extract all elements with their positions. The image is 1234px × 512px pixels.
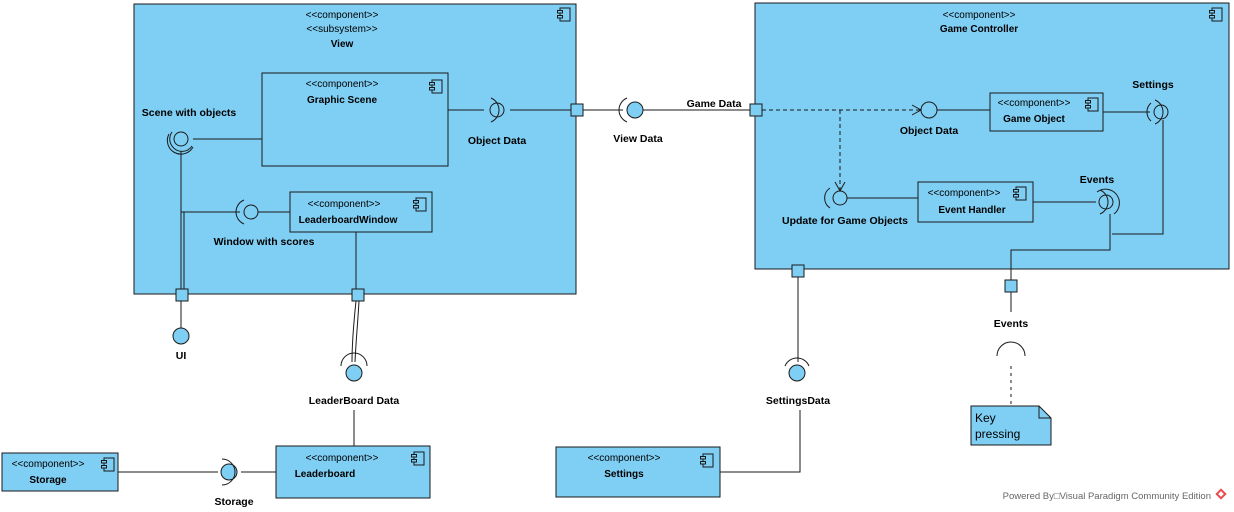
game-object-stereotype: <<component>> xyxy=(998,98,1071,109)
events-gc-label: Events xyxy=(1080,174,1115,186)
object-data-gc-interface[interactable] xyxy=(920,101,938,119)
game-data-port[interactable] xyxy=(749,103,763,117)
settings-component[interactable]: <<component>> Settings xyxy=(555,446,721,498)
graphic-scene-component[interactable]: <<component>> Graphic Scene xyxy=(261,72,449,167)
settings-gc-label: Settings xyxy=(1132,79,1174,91)
connector-line xyxy=(354,300,360,363)
game-controller-stereotype: <<component>> xyxy=(943,10,1016,21)
scene-with-objects-label: Scene with objects xyxy=(142,107,237,119)
leaderboard-data-label: LeaderBoard Data xyxy=(309,395,400,407)
events-ext-label: Events xyxy=(994,318,1029,330)
game-data-label: Game Data xyxy=(687,98,742,110)
view-ui-port[interactable] xyxy=(175,288,189,302)
game-controller-component[interactable]: <<component>> Game Controller xyxy=(754,2,1230,270)
events-gc-interface[interactable] xyxy=(1096,188,1120,215)
view-data-label: View Data xyxy=(613,133,663,145)
connector-line xyxy=(1010,214,1111,280)
graphic-scene-title: Graphic Scene xyxy=(307,95,377,106)
event-handler-stereotype: <<component>> xyxy=(928,188,1001,199)
storage-interface[interactable] xyxy=(220,458,238,486)
object-data-gc-label: Object Data xyxy=(900,125,959,137)
settings-data-port[interactable] xyxy=(791,264,805,278)
storage-interface-label: Storage xyxy=(214,496,253,508)
settings-data-interface[interactable] xyxy=(784,357,810,382)
ui-interface[interactable] xyxy=(172,327,190,345)
game-controller-title: Game Controller xyxy=(940,24,1018,35)
settings-data-label: SettingsData xyxy=(766,395,830,407)
view-leaderboard-port[interactable] xyxy=(351,288,365,302)
leaderboard-component[interactable]: <<component>> Leaderboard xyxy=(275,445,431,499)
window-with-scores-label: Window with scores xyxy=(214,236,315,248)
leaderboard-window-title: LeaderboardWindow xyxy=(299,215,398,226)
object-data-view-label: Object Data xyxy=(468,135,527,147)
leaderboard-window-component[interactable]: <<component>> LeaderboardWindow xyxy=(289,191,433,233)
leaderboard-stereotype: <<component>> xyxy=(306,453,379,464)
graphic-scene-stereotype: <<component>> xyxy=(306,79,379,90)
connector-line xyxy=(1112,120,1164,235)
object-data-view-interface[interactable] xyxy=(448,97,572,123)
settings-stereotype: <<component>> xyxy=(588,453,661,464)
view-data-interface[interactable] xyxy=(618,97,644,123)
storage-title: Storage xyxy=(29,475,67,486)
note-line2: pressing xyxy=(975,427,1020,441)
events-socket-icon[interactable] xyxy=(996,341,1026,357)
events-port[interactable] xyxy=(1004,279,1018,293)
connector-line xyxy=(351,300,357,363)
view-stereotype-component: <<component>> xyxy=(306,10,379,21)
view-data-port[interactable] xyxy=(570,103,584,117)
visual-paradigm-logo-icon xyxy=(1215,488,1227,500)
leaderboard-data-interface[interactable] xyxy=(340,352,368,382)
storage-stereotype: <<component>> xyxy=(12,459,85,470)
view-title: View xyxy=(331,39,354,50)
powered-by-footer: Powered By□Visual Paradigm Community Edi… xyxy=(1003,491,1211,502)
game-object-component[interactable]: <<component>> Game Object xyxy=(989,92,1104,132)
settings-gc-interface[interactable] xyxy=(1146,99,1169,125)
scene-with-objects-interface[interactable] xyxy=(166,131,262,155)
storage-component[interactable]: <<component>> Storage xyxy=(1,452,119,492)
event-handler-title: Event Handler xyxy=(938,205,1005,216)
view-stereotype-subsystem: <<subsystem>> xyxy=(306,24,377,35)
game-object-title: Game Object xyxy=(1003,114,1065,125)
ui-label: UI xyxy=(176,350,187,362)
window-with-scores-interface[interactable] xyxy=(181,199,290,225)
leaderboard-window-stereotype: <<component>> xyxy=(308,199,381,210)
connector-line xyxy=(720,410,801,473)
event-handler-component[interactable]: <<component>> Event Handler xyxy=(917,181,1034,223)
settings-title: Settings xyxy=(604,469,644,480)
leaderboard-title: Leaderboard xyxy=(295,469,356,480)
update-for-game-objects-label: Update for Game Objects xyxy=(782,215,908,227)
note-line1: Key xyxy=(975,411,996,425)
key-pressing-note[interactable]: Key pressing xyxy=(970,405,1052,446)
